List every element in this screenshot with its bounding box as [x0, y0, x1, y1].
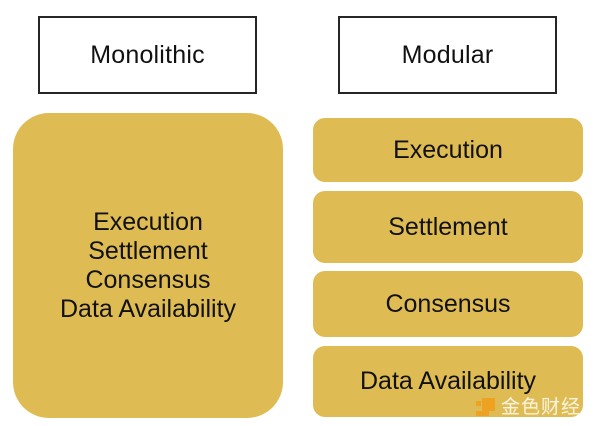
modular-bar-label-consensus: Consensus: [385, 289, 511, 318]
watermark-text: 金色财经: [501, 397, 582, 418]
modular-bar-label-data-availability: Data Availability: [359, 367, 537, 395]
monolithic-layer-settlement: Settlement: [88, 236, 208, 265]
modular-bar-data-availability: Data Availability: [313, 346, 583, 417]
monolithic-layer-data-availability: Data Availability: [59, 294, 237, 323]
modular-bar-label-settlement: Settlement: [388, 212, 508, 241]
column-title-modular: Modular: [401, 40, 494, 69]
monolithic-block: Execution Settlement Consensus Data Avai…: [13, 113, 283, 418]
monolithic-layer-execution: Execution: [93, 207, 203, 236]
watermark: 金色财经: [476, 398, 581, 417]
modular-bar-label-execution: Execution: [393, 135, 503, 164]
modular-bar-consensus: Consensus: [313, 271, 583, 337]
modular-bar-execution: Execution: [313, 118, 583, 182]
column-header-modular: Modular: [338, 16, 557, 94]
column-title-monolithic: Monolithic: [90, 40, 205, 69]
monolithic-layer-consensus: Consensus: [85, 265, 211, 294]
column-header-monolithic: Monolithic: [38, 16, 257, 94]
watermark-logo-icon: [476, 398, 495, 417]
modular-bar-settlement: Settlement: [313, 191, 583, 263]
